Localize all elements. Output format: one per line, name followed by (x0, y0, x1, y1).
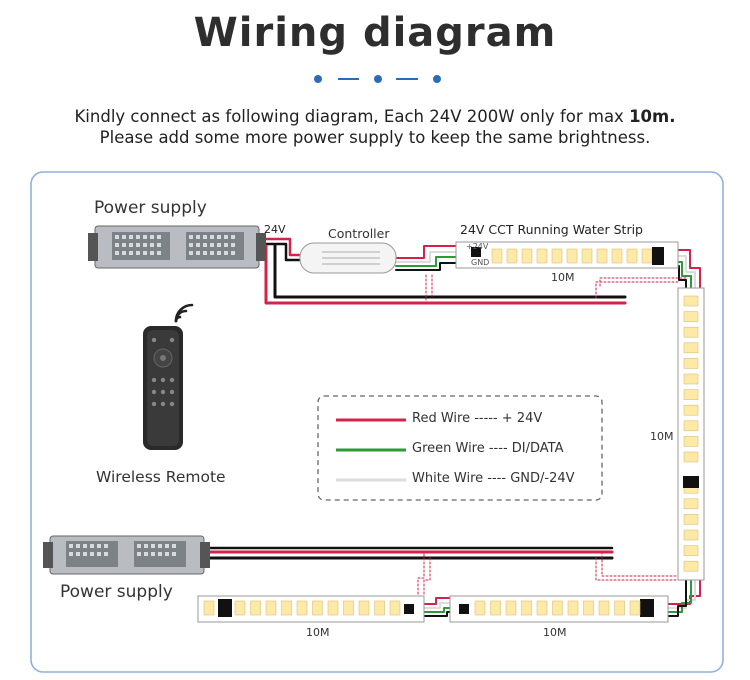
led-chip (683, 514, 699, 525)
led-chip (506, 248, 518, 264)
wireless-remote-label: Wireless Remote (96, 468, 226, 486)
strip-title: 24V CCT Running Water Strip (460, 222, 643, 237)
led-chip (683, 560, 699, 572)
led-chip (683, 545, 699, 556)
page-title: Wiring diagram (193, 10, 557, 56)
instruction-text: Kindly connect as following diagram, Eac… (0, 106, 750, 148)
led-chip (683, 342, 699, 354)
led-chip (312, 600, 323, 616)
led-chip (389, 600, 401, 616)
led-chip (683, 311, 699, 322)
led-chip (566, 248, 578, 264)
led-chip (374, 600, 385, 616)
led-strip-bottom-right (449, 595, 669, 623)
led-chip (296, 600, 308, 616)
led-chip (521, 600, 532, 616)
led-chip (505, 600, 517, 616)
led-chip (683, 451, 699, 463)
led-chip (596, 248, 608, 264)
led-chip (234, 600, 246, 616)
led-chip (490, 600, 501, 616)
power-supply-bottom (43, 535, 210, 575)
vent-grid (115, 235, 235, 255)
led-chip (474, 600, 486, 616)
led-chip (629, 600, 641, 616)
voltage-label: 24V (264, 223, 286, 236)
controller-label: Controller (328, 226, 390, 241)
led-chip (491, 248, 503, 264)
led-strip-bottom-left (197, 595, 425, 623)
controller (299, 242, 397, 274)
led-chip (683, 420, 699, 432)
led-chip (611, 248, 623, 264)
pin-gnd-label: GND (471, 258, 490, 267)
led-chip (536, 600, 548, 616)
strip-length-top: 10M (551, 271, 575, 284)
led-chip (683, 498, 699, 510)
led-chip (683, 389, 699, 400)
led-chip (614, 600, 625, 616)
led-chip (203, 600, 215, 616)
led-chip (343, 600, 354, 616)
pin-plus-label: +24V (466, 242, 489, 251)
legend-label-green: Green Wire ---- DI/DATA (412, 441, 564, 456)
led-strip-right (677, 287, 705, 581)
instruction-max-length: 10m. (629, 107, 676, 126)
power-supply-bottom-label: Power supply (60, 582, 173, 602)
led-chip (281, 600, 292, 616)
instruction-line1: Kindly connect as following diagram, Eac… (74, 107, 630, 126)
led-chip (641, 248, 653, 264)
title-divider (314, 75, 441, 83)
led-chip (551, 248, 563, 264)
strip-length-right: 10M (650, 430, 674, 443)
legend-box (317, 395, 603, 501)
wireless-remote (143, 326, 183, 450)
led-strip-top (455, 241, 679, 269)
led-chip (583, 600, 594, 616)
led-chip (250, 600, 261, 616)
led-chip (683, 529, 699, 541)
led-chip (552, 600, 563, 616)
led-chip (683, 295, 699, 307)
diagram-frame (30, 171, 724, 673)
led-chip (581, 248, 593, 264)
power-supply-top-label: Power supply (94, 198, 207, 218)
led-chip (626, 248, 638, 264)
led-chip (683, 358, 699, 369)
led-chip (567, 600, 579, 616)
instruction-line2: Please add some more power supply to kee… (99, 128, 651, 147)
wires (206, 237, 701, 617)
led-chip (327, 600, 339, 616)
legend-label-red: Red Wire ----- + 24V (412, 411, 543, 426)
legend-label-white: White Wire ---- GND/-24V (412, 471, 575, 486)
led-chip (521, 248, 533, 264)
led-chip (683, 436, 699, 447)
led-chip (536, 248, 548, 264)
strip-length-bottom-right: 10M (543, 626, 567, 639)
led-chip (683, 373, 699, 385)
led-chip (683, 404, 699, 416)
led-chip (598, 600, 610, 616)
led-chip (265, 600, 277, 616)
strip-length-bottom-left: 10M (306, 626, 330, 639)
led-chip (683, 326, 699, 338)
power-supply-top (88, 225, 266, 269)
wifi-signal-icon (174, 303, 194, 323)
led-chip (358, 600, 370, 616)
